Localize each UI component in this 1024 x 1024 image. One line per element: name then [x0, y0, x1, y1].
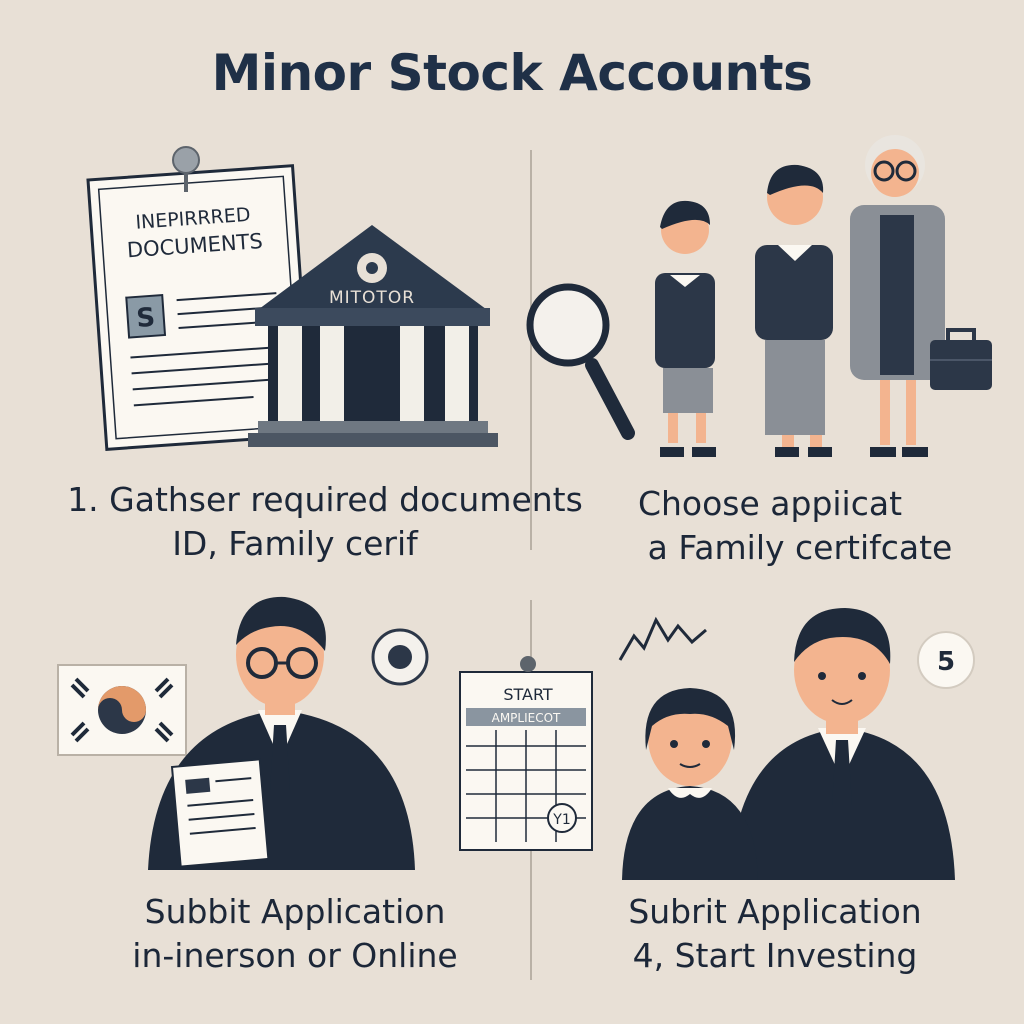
number-badge-icon: 5	[917, 631, 975, 689]
panel-2-illustration	[526, 135, 992, 457]
step2-caption-line2: a Family certifcate	[647, 528, 953, 567]
round-badge-icon	[371, 628, 429, 686]
step3-caption: Subbit Application in-inerson or Online	[60, 890, 530, 978]
man-figure	[730, 608, 955, 880]
step1-caption-line1: 1. Gathser required documents	[67, 480, 583, 519]
chart-line-icon	[618, 616, 707, 661]
step4-caption-line2: 4, Start Investing	[632, 936, 918, 975]
doc-badge: S	[135, 303, 156, 334]
step4-caption-line1: Subrit Application	[628, 892, 922, 931]
grandmother-figure	[850, 135, 945, 457]
number-badge-text: 5	[937, 647, 955, 677]
step1-caption: 1. Gathser required documents ID, Family…	[40, 478, 610, 566]
boy-figure	[755, 164, 833, 457]
calendar-icon: START AMPLIECOT Y1	[459, 656, 593, 851]
magnifier-icon	[526, 283, 635, 440]
girl-figure	[622, 688, 758, 880]
calendar-mark: Y1	[552, 812, 570, 828]
briefcase-icon	[930, 328, 992, 390]
child-figure	[655, 200, 716, 457]
step2-caption-line1: Choose appiicat	[637, 484, 903, 523]
step1-caption-line2: ID, Family cerif	[172, 524, 418, 563]
step3-caption-line1: Subbit Application	[144, 892, 446, 931]
panel-1-illustration: INEPIRRRED DOCUMENTS S MITOTOR	[86, 146, 498, 451]
step4-caption: Subrit Application 4, Start Investing	[560, 890, 1020, 978]
bank-icon: MITOTOR	[248, 225, 498, 447]
flag-icon	[57, 664, 187, 756]
application-paper-icon	[170, 758, 270, 868]
panel-3-illustration	[57, 596, 429, 870]
step3-caption-line2: in-inerson or Online	[132, 936, 458, 975]
page-title: Minor Stock Accounts	[211, 44, 813, 102]
calendar-title: START	[503, 685, 553, 704]
document-icon: INEPIRRRED DOCUMENTS S	[86, 164, 313, 451]
bank-label: MITOTOR	[329, 288, 415, 308]
step2-caption: Choose appiicat a Family certifcate	[560, 482, 1020, 570]
calendar-banner: AMPLIECOT	[492, 711, 561, 725]
pin-icon	[172, 146, 200, 192]
vertical-divider-top	[530, 150, 532, 550]
panel-4-illustration: 5	[618, 608, 975, 880]
